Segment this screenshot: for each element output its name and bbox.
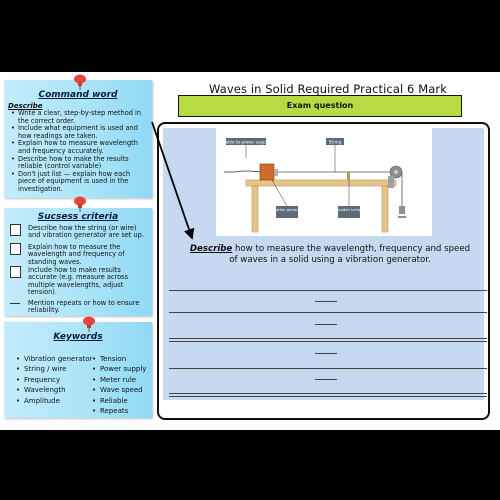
answer-line[interactable] <box>315 353 337 354</box>
checkbox[interactable] <box>10 224 21 236</box>
apparatus-label: Cable to power supply <box>223 139 270 144</box>
keyword-item: Amplitude <box>16 396 92 407</box>
keyword-item: String / wire <box>16 364 92 375</box>
criteria-item: Mention repeats or how to ensure reliabi… <box>10 299 150 315</box>
keywords-column-1: Vibration generator String / wire Freque… <box>16 354 92 406</box>
list-item: Write a clear, step-by-step method in th… <box>10 109 148 125</box>
answer-line[interactable] <box>169 393 487 394</box>
describe-label: Describe <box>8 102 43 110</box>
exam-question-banner: Exam question <box>178 95 462 117</box>
list-item: Explain how to measure wavelength and fr… <box>10 140 148 155</box>
command-word-list: Write a clear, step-by-step method in th… <box>10 109 148 194</box>
answer-line[interactable] <box>315 301 337 302</box>
command-word-title: Command word <box>38 90 118 100</box>
keyword-item: Repeats <box>92 406 146 417</box>
keyword-item: Frequency <box>16 375 92 386</box>
checkbox[interactable] <box>10 266 21 278</box>
answer-line[interactable] <box>315 324 337 325</box>
answer-line[interactable] <box>169 312 487 313</box>
keyword-item: Tension <box>92 354 146 365</box>
answer-line[interactable] <box>169 338 487 339</box>
keywords-column-2: Tension Power supply Meter rule Wave spe… <box>92 354 146 417</box>
success-criteria-title: Sucsess criteria <box>37 212 119 222</box>
question-command-word: Describe <box>189 244 233 254</box>
pushpin-icon <box>74 196 86 212</box>
keyword-item: Power supply <box>92 364 146 375</box>
list-item: Include what equipment is used and how r… <box>10 124 148 140</box>
keyword-item: Meter rule <box>92 375 146 386</box>
answer-line[interactable] <box>169 290 487 291</box>
keyword-item: Wave speed <box>92 385 146 396</box>
criteria-item: Describe how the string (or wire) and vi… <box>10 224 150 240</box>
question-text: Describe how to measure the wavelength, … <box>185 244 475 266</box>
question-body: how to measure the wavelength, frequency… <box>229 244 471 265</box>
apparatus-diagram: Cable to power supply String Vibration g… <box>216 128 432 236</box>
criteria-item: Explain how to measure the wavelength an… <box>10 243 150 266</box>
keywords-note: Keywords Vibration generator String / wi… <box>4 316 152 418</box>
pushpin-icon <box>83 316 95 332</box>
answer-line[interactable] <box>169 368 487 369</box>
keyword-item: Wavelength <box>16 385 92 396</box>
dash-marker <box>10 303 20 304</box>
answer-panel: Cable to power supply String Vibration g… <box>157 122 490 420</box>
keyword-item: Reliable <box>92 396 146 407</box>
answer-line[interactable] <box>315 379 337 380</box>
page-title: Waves in Solid Required Practical 6 Mark <box>209 82 447 96</box>
success-criteria-note: Sucsess criteria Describe how the string… <box>4 196 152 316</box>
answer-line[interactable] <box>169 396 487 397</box>
answer-line[interactable] <box>169 341 487 342</box>
apparatus-label: String <box>329 139 342 144</box>
question-area: Cable to power supply String Vibration g… <box>163 128 487 400</box>
keywords-title: Keywords <box>53 332 103 342</box>
list-item: Don't just list — explain how each piece… <box>10 170 148 194</box>
pushpin-icon <box>74 74 86 90</box>
keyword-item: Vibration generator <box>16 354 92 365</box>
criteria-item: Include how to make results accurate (e.… <box>10 266 150 297</box>
apparatus-label: Vibration generator <box>268 207 306 212</box>
arrow-icon <box>151 121 195 240</box>
command-word-note: Command word Describe Write a clear, ste… <box>4 74 152 198</box>
apparatus-label: Wooden bridge <box>335 207 364 212</box>
list-item: Describe how to make the results reliabl… <box>10 155 148 171</box>
checkbox[interactable] <box>10 243 21 255</box>
